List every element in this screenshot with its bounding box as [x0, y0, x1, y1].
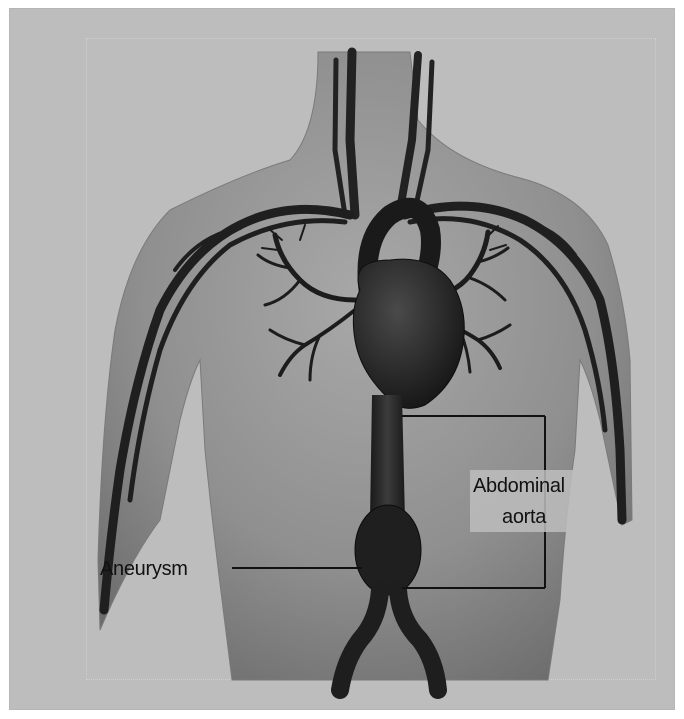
abdominal-aorta-label-line1: Abdominal [473, 475, 565, 497]
descending-aorta [370, 395, 405, 520]
aneurysm-label: Aneurysm [100, 558, 188, 580]
aneurysm-bulge [355, 505, 421, 595]
abdominal-aorta-label-line2: aorta [502, 506, 547, 528]
